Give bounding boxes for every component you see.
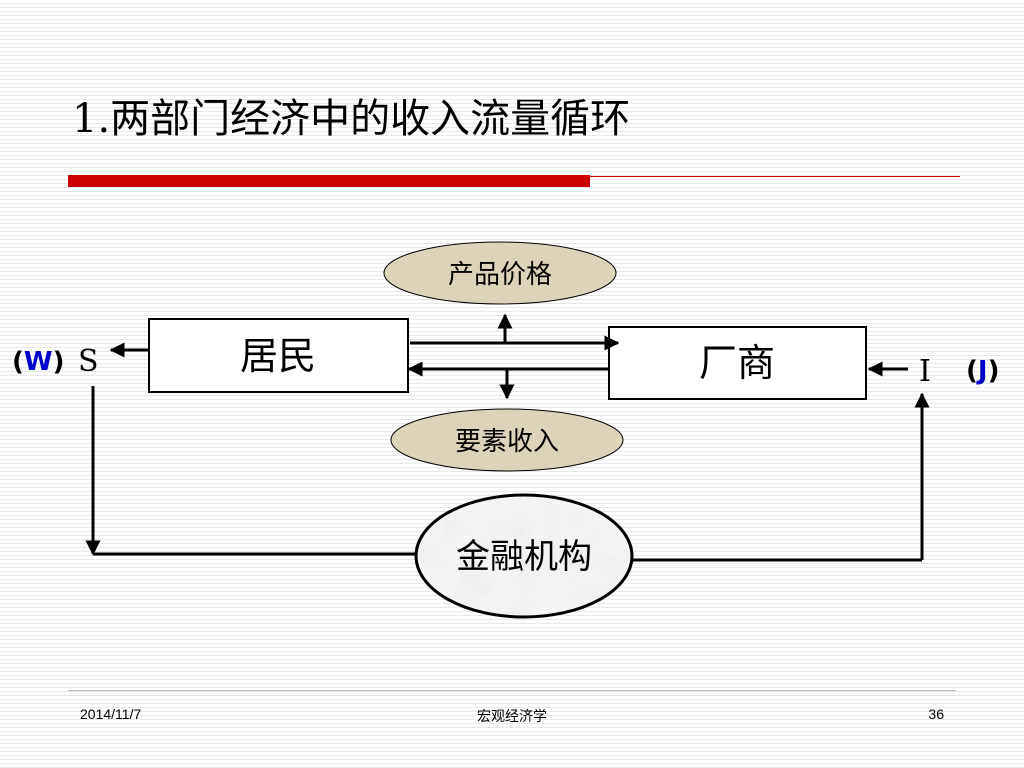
savings-label: S <box>78 344 99 379</box>
households-label: 居民 <box>240 334 316 378</box>
leakage-label: (W) <box>12 347 64 377</box>
slide-title: 1.两部门经济中的收入流量循环 <box>72 96 631 142</box>
investment-label: I <box>919 354 931 389</box>
financial-institutions-label: 金融机构 <box>456 537 592 577</box>
households-box: 居民 <box>148 318 409 393</box>
injection-label: (J) <box>966 356 999 386</box>
title-accent-bar <box>68 175 590 187</box>
footer-course: 宏观经济学 <box>477 708 547 724</box>
factor-income-ellipse: 要素收入 <box>390 408 624 472</box>
product-price-label: 产品价格 <box>448 260 552 290</box>
firms-box: 厂商 <box>608 326 867 400</box>
footer-date: 2014/11/7 <box>80 706 142 722</box>
footer-page-number: 36 <box>928 706 944 722</box>
financial-institutions-ellipse: 金融机构 <box>414 493 634 619</box>
firms-label: 厂商 <box>699 341 775 385</box>
product-price-ellipse: 产品价格 <box>383 241 617 305</box>
title-accent-line <box>590 176 960 177</box>
footer-divider <box>68 690 956 691</box>
factor-income-label: 要素收入 <box>455 427 559 457</box>
